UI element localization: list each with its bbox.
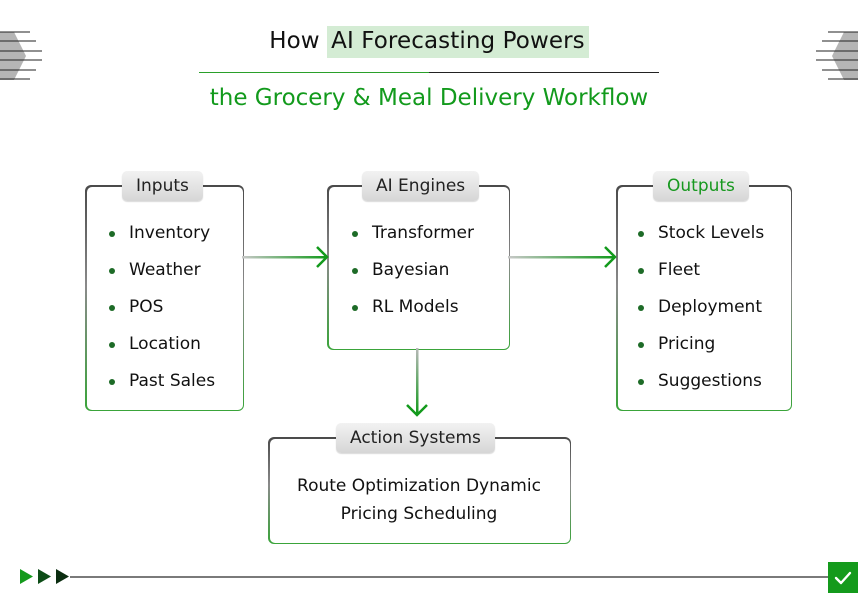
outputs-box [616, 185, 792, 411]
bullet-icon [352, 268, 358, 274]
outputs-list: Stock Levels Fleet Deployment Pricing Su… [638, 221, 764, 406]
title-divider [199, 72, 659, 73]
list-item: Stock Levels [638, 221, 764, 258]
bullet-icon [109, 305, 115, 311]
inputs-box [85, 185, 244, 411]
striped-hexagon-icon [816, 31, 858, 80]
list-item: Deployment [638, 295, 764, 332]
bullet-icon [638, 305, 644, 311]
bullet-icon [352, 305, 358, 311]
title-prefix: How [269, 28, 328, 54]
list-item: RL Models [352, 295, 474, 332]
list-item: Past Sales [109, 369, 215, 406]
outputs-label: Outputs [653, 171, 749, 201]
list-item: Inventory [109, 221, 215, 258]
inputs-label: Inputs [122, 171, 203, 201]
title-highlight: AI Forecasting Powers [327, 26, 589, 58]
engines-box [327, 185, 510, 350]
list-item: Weather [109, 258, 215, 295]
bullet-icon [638, 342, 644, 348]
bullet-icon [109, 379, 115, 385]
engines-list: Transformer Bayesian RL Models [352, 221, 474, 332]
inputs-list: Inventory Weather POS Location Past Sale… [109, 221, 215, 406]
triple-play-arrows-icon [20, 569, 69, 584]
list-item: Location [109, 332, 215, 369]
list-item: Transformer [352, 221, 474, 258]
bullet-icon [638, 268, 644, 274]
engines-label: AI Engines [362, 171, 480, 201]
bullet-icon [109, 268, 115, 274]
checkmark-badge [828, 562, 858, 593]
bullet-icon [109, 231, 115, 237]
arrow-inputs-to-engines [242, 246, 329, 268]
arrow-engines-to-outputs [508, 246, 617, 268]
footer-divider [70, 576, 830, 578]
list-item: Suggestions [638, 369, 764, 406]
page-subtitle: the Grocery & Meal Delivery Workflow [209, 85, 649, 111]
arrow-engines-to-actions [406, 348, 428, 417]
actions-label: Action Systems [336, 423, 495, 453]
bullet-icon [352, 231, 358, 237]
bullet-icon [638, 379, 644, 385]
list-item: POS [109, 295, 215, 332]
actions-description: Route Optimization Dynamic Pricing Sched… [297, 476, 541, 524]
bullet-icon [638, 231, 644, 237]
checkmark-icon [834, 571, 852, 584]
page-title: How AI Forecasting Powers [0, 26, 858, 58]
actions-box [268, 437, 571, 544]
bullet-icon [109, 342, 115, 348]
list-item: Bayesian [352, 258, 474, 295]
list-item: Fleet [638, 258, 764, 295]
striped-hexagon-icon [0, 31, 42, 80]
list-item: Pricing [638, 332, 764, 369]
